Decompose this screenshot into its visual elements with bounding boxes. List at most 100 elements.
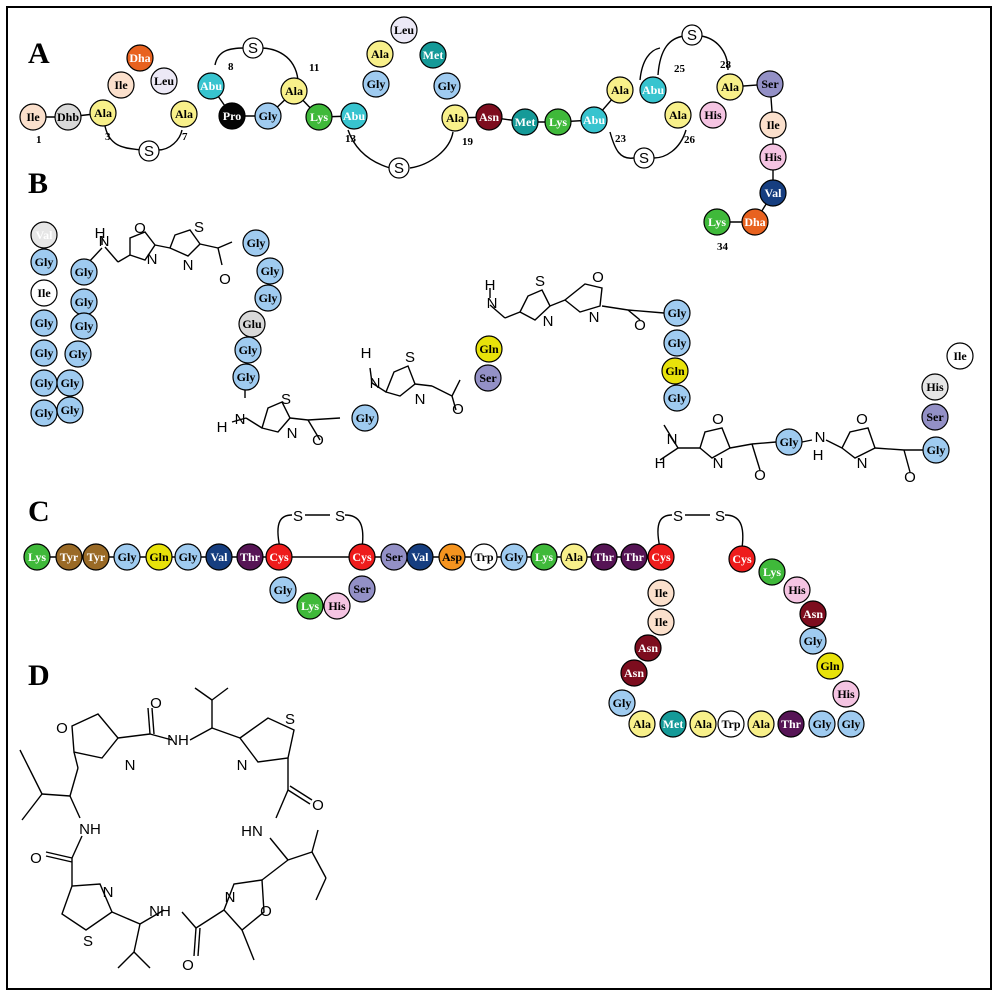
residue-label: Gly	[75, 319, 94, 333]
residue-label: Gly	[780, 435, 799, 449]
panel-label-a: A	[28, 37, 50, 70]
residue-circle	[113, 543, 141, 571]
residue-circle	[205, 543, 233, 571]
residue-his: His	[832, 680, 860, 708]
residue-circle	[664, 101, 692, 129]
panel-b-heterocycles	[87, 229, 925, 473]
residue-val: Val	[759, 179, 787, 207]
residue-circle	[747, 710, 775, 738]
residue-circle	[362, 70, 390, 98]
atom-label: N	[287, 425, 298, 442]
residue-ala: Ala	[170, 100, 198, 128]
residue-circle	[351, 404, 379, 432]
atom-label: N	[857, 455, 868, 472]
residue-label: Gln	[149, 550, 169, 564]
residue-label: Met	[515, 115, 536, 129]
residue-gly: Gly	[500, 543, 528, 571]
residue-circle	[580, 106, 608, 134]
atom-label: N	[415, 391, 426, 408]
residue-tyr: Tyr	[55, 543, 83, 571]
residue-his: His	[699, 101, 727, 129]
residue-circle	[921, 373, 949, 401]
residue-circle	[799, 600, 827, 628]
residue-abu: Abu	[340, 102, 368, 130]
residue-label: Ile	[654, 615, 668, 629]
residue-circle	[348, 575, 376, 603]
residue-number: 3	[105, 131, 111, 143]
residue-tyr: Tyr	[82, 543, 110, 571]
residue-label: Trp	[721, 717, 740, 731]
residue-circle	[197, 72, 225, 100]
residue-gly: Gly	[30, 248, 58, 276]
residue-circle	[608, 689, 636, 717]
residue-label: Gly	[75, 295, 94, 309]
residue-label: Ser	[385, 550, 403, 564]
residue-ile: Ile	[19, 103, 47, 131]
residue-circle	[470, 543, 498, 571]
residue-ile: Ile	[759, 111, 787, 139]
panel-b-residues: ValGlyIleGlyGlyGlyGlyGlyGlyGlyGlyGlyGlyG…	[30, 221, 974, 464]
residue-label: Abu	[642, 83, 664, 97]
residue-label: Asn	[479, 110, 499, 124]
residue-abu: Abu	[580, 106, 608, 134]
residue-ala: Ala	[280, 77, 308, 105]
residue-label: His	[704, 108, 722, 122]
residue-label: Gly	[367, 77, 386, 91]
residue-ala: Ala	[441, 104, 469, 132]
residue-circle	[530, 543, 558, 571]
residue-asn: Asn	[475, 103, 503, 131]
residue-circle	[699, 101, 727, 129]
panel-a-thioether-bridges	[104, 35, 729, 169]
atom-label: H	[485, 277, 496, 294]
atom-label: O	[150, 695, 162, 712]
atom-label: O	[452, 401, 464, 418]
atom-label: S	[715, 508, 725, 525]
residue-circle	[170, 100, 198, 128]
residue-circle	[56, 369, 84, 397]
residue-circle	[832, 680, 860, 708]
residue-label: Gly	[813, 717, 832, 731]
residue-label: Ala	[285, 84, 303, 98]
residue-circle	[340, 102, 368, 130]
residue-label: His	[788, 583, 806, 597]
residue-circle	[150, 67, 178, 95]
residue-gly: Gly	[808, 710, 836, 738]
residue-ser: Ser	[474, 364, 502, 392]
residue-label: Thr	[240, 550, 261, 564]
residue-label: Gly	[259, 291, 278, 305]
residue-label: Dha	[744, 215, 765, 229]
atom-label: N	[103, 884, 114, 901]
residue-ser: Ser	[348, 575, 376, 603]
residue-gly: Gly	[234, 336, 262, 364]
residue-label: Gly	[61, 376, 80, 390]
residue-label: Gly	[35, 346, 54, 360]
residue-label: Asp	[442, 550, 462, 564]
atom-label: S	[285, 711, 295, 728]
residue-label: Tyr	[87, 550, 106, 564]
atom-label: NH	[79, 821, 101, 838]
atom-label: H	[655, 455, 666, 472]
atom-label: O	[592, 269, 604, 286]
residue-label: Gly	[35, 316, 54, 330]
residue-gly: Gly	[433, 72, 461, 100]
residue-number: 13	[345, 133, 357, 145]
residue-circle	[620, 659, 648, 687]
residue-circle	[703, 208, 731, 236]
atom-label: O	[856, 411, 868, 428]
residue-circle	[628, 710, 656, 738]
residue-circle	[759, 179, 787, 207]
residue-circle	[234, 336, 262, 364]
residue-circle	[837, 710, 865, 738]
residue-circle	[775, 428, 803, 456]
residue-label: His	[764, 150, 782, 164]
residue-circle	[647, 608, 675, 636]
residue-ser: Ser	[756, 70, 784, 98]
residue-label: Gly	[842, 717, 861, 731]
residue-label: Dha	[129, 51, 150, 65]
atom-label: S	[687, 27, 697, 44]
residue-label: Gln	[820, 659, 840, 673]
atom-label: O	[260, 903, 272, 920]
residue-ile: Ile	[647, 579, 675, 607]
residue-gly: Gly	[799, 627, 827, 655]
atom-label: N	[667, 431, 678, 448]
